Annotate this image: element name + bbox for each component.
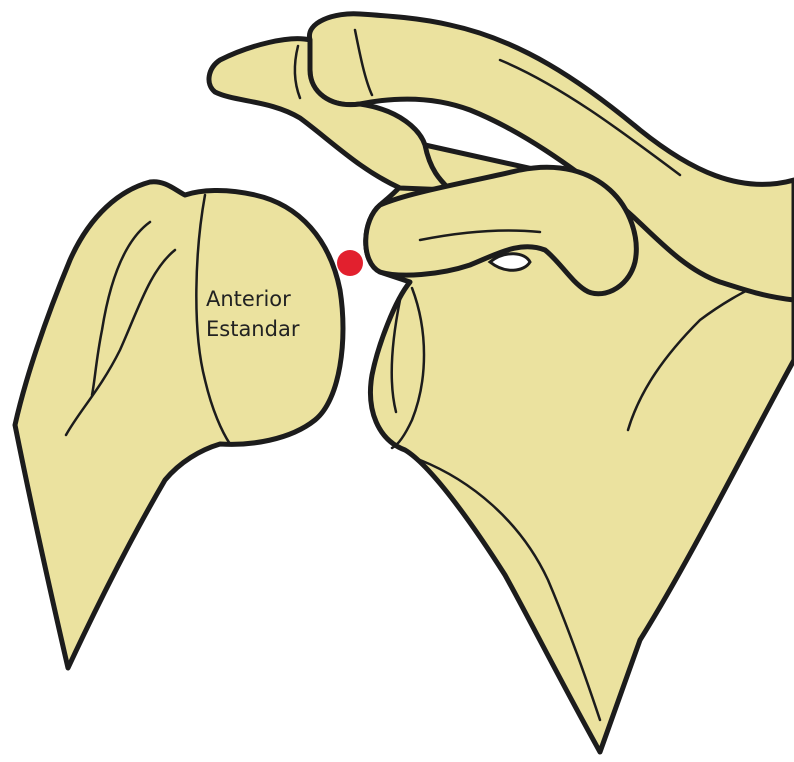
marker-dot (337, 250, 363, 276)
view-label-estandar: Estandar (206, 315, 316, 343)
humeral-head (15, 182, 343, 668)
view-label-anterior: Anterior (206, 285, 316, 313)
